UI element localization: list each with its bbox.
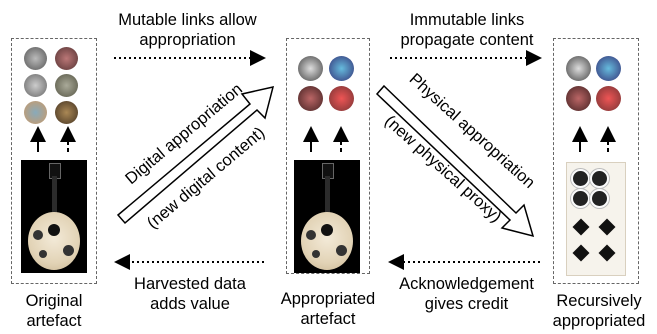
thumbnail-photo (298, 56, 323, 81)
label-harvested-data: Harvested data adds value (134, 275, 246, 313)
thumbnail-photo (24, 47, 47, 70)
thumbnail-photo (596, 86, 621, 111)
panel-original (11, 38, 97, 284)
guitar-image (21, 160, 87, 273)
label-immutable-links: Immutable links propagate content (400, 11, 534, 49)
thumbnail-photo (596, 56, 621, 81)
panel-recursive (553, 38, 639, 284)
arrow-physical-appropriation (375, 84, 535, 238)
thumbnail-photo (329, 86, 354, 111)
thumbnail-photo (566, 56, 591, 81)
thumbnail-photo (24, 74, 47, 97)
thumbnail-photo (55, 101, 78, 124)
thumbnail-photo (329, 56, 354, 81)
label-mutable-links: Mutable links allow appropriation (118, 11, 257, 49)
thumbnail-photo (24, 101, 47, 124)
thumbnail-photo (55, 74, 78, 97)
thumbnail-photo (298, 86, 323, 111)
caption-recursive: Recursively appropriated (552, 292, 646, 330)
thumbnail-photo (55, 47, 78, 70)
guitar-image (294, 160, 360, 273)
arrow-digital-appropriation (116, 85, 275, 225)
caption-original: Original artefact (25, 292, 83, 330)
thumbnail-photo (566, 86, 591, 111)
label-acknowledgement: Acknowledgement gives credit (399, 275, 534, 313)
caption-appropriated: Appropriated artefact (280, 290, 376, 328)
printed-sheet-image (566, 162, 626, 276)
panel-appropriated (286, 38, 370, 274)
